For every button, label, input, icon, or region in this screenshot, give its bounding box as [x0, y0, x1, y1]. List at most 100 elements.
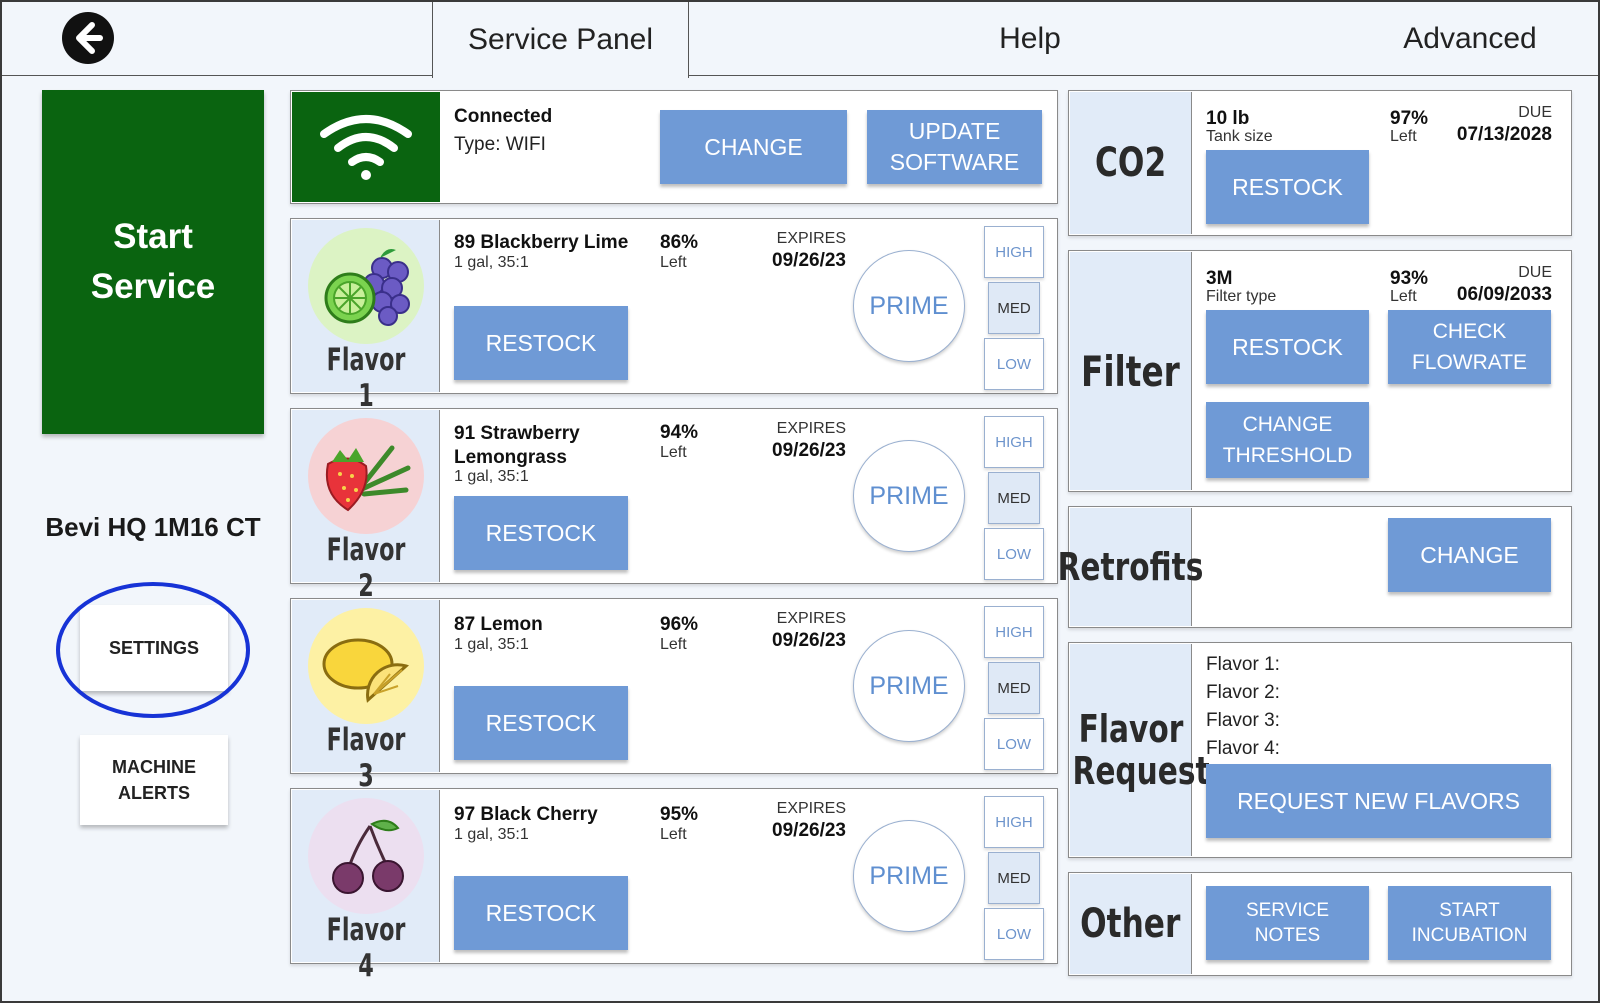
flavor-2-low-button[interactable]: LOW: [984, 528, 1044, 580]
filter-left-label: Left: [1390, 288, 1417, 305]
flavor-4-expires-label: EXPIRES: [776, 800, 846, 817]
flavor-4-slot-label: Flavor 4: [326, 912, 406, 984]
flavor-2-slot-label: Flavor 2: [326, 532, 406, 604]
flavor-1-expires-date: 09/26/23: [772, 250, 846, 271]
flavor-2-circle: [308, 418, 424, 534]
machine-name: Bevi HQ 1M16 CT: [45, 512, 261, 542]
flavor-1-left-label: Left: [660, 254, 687, 271]
check-flowrate-button[interactable]: CHECK FLOWRATE: [1388, 310, 1551, 384]
flavor-1-restock-button[interactable]: RESTOCK: [454, 306, 628, 380]
retrofits-change-button[interactable]: CHANGE: [1388, 518, 1551, 592]
flavor-2-med-button[interactable]: MED: [988, 472, 1040, 524]
start-incubation-button[interactable]: START INCUBATION: [1388, 886, 1551, 960]
flavor-3-percent: 96%: [660, 614, 699, 635]
filter-percent: 93%: [1390, 268, 1429, 289]
flavor-3-size: 1 gal, 35:1: [454, 636, 529, 653]
flavor-3-low-button[interactable]: LOW: [984, 718, 1044, 770]
flavor-2-restock-button[interactable]: RESTOCK: [454, 496, 628, 570]
request-new-flavors-button[interactable]: REQUEST NEW FLAVORS: [1206, 764, 1551, 838]
flavor-2-expires-label: EXPIRES: [776, 420, 846, 437]
co2-due-date: 07/13/2028: [1456, 124, 1552, 145]
flavor-request-line-4: Flavor 4:: [1206, 738, 1280, 759]
back-arrow-icon: [76, 22, 103, 54]
tab-help[interactable]: Help: [999, 22, 1061, 55]
flavor-3-left-label: Left: [660, 636, 687, 653]
flavor-4-expires-date: 09/26/23: [772, 820, 846, 841]
flavor-3-high-button[interactable]: HIGH: [984, 606, 1044, 658]
flavor-4-low-button[interactable]: LOW: [984, 908, 1044, 960]
flavor-1-prime-button[interactable]: PRIME: [853, 250, 965, 362]
filter-restock-button[interactable]: RESTOCK: [1206, 310, 1369, 384]
flavor-3-med-button[interactable]: MED: [988, 662, 1040, 714]
filter-label: Filter: [1081, 346, 1180, 396]
update-software-button[interactable]: UPDATE SOFTWARE: [867, 110, 1042, 184]
wifi-change-button[interactable]: CHANGE: [660, 110, 847, 184]
retrofits-label: Retrofits: [1057, 545, 1204, 589]
wifi-icon-box: [292, 92, 440, 202]
flavor-1-expires-label: EXPIRES: [776, 230, 846, 247]
co2-tank-size-label: Tank size: [1206, 128, 1273, 145]
tab-advanced[interactable]: Advanced: [1403, 22, 1537, 55]
back-button[interactable]: [62, 12, 114, 64]
flavor-2-size: 1 gal, 35:1: [454, 468, 529, 485]
flavor-1-low-button[interactable]: LOW: [984, 338, 1044, 390]
co2-tank-size-value: 10 lb: [1206, 108, 1250, 129]
service-notes-button[interactable]: SERVICE NOTES: [1206, 886, 1369, 960]
flavor-2-expires-date: 09/26/23: [772, 440, 846, 461]
flavor-4-restock-button[interactable]: RESTOCK: [454, 876, 628, 950]
flavor-1-circle: [308, 228, 424, 344]
flavor-4-size: 1 gal, 35:1: [454, 826, 529, 843]
flavor-1-high-button[interactable]: HIGH: [984, 226, 1044, 278]
filter-due-label: DUE: [1518, 264, 1552, 281]
other-label: Other: [1080, 901, 1181, 947]
flavor-4-prime-button[interactable]: PRIME: [853, 820, 965, 932]
co2-restock-button[interactable]: RESTOCK: [1206, 150, 1369, 224]
co2-due-label: DUE: [1518, 104, 1552, 121]
flavor-2-prime-button[interactable]: PRIME: [853, 440, 965, 552]
flavor-4-left-label: Left: [660, 826, 687, 843]
start-service-button[interactable]: Start Service: [42, 90, 264, 434]
flavor-1-med-button[interactable]: MED: [988, 282, 1040, 334]
flavor-3-slot-label: Flavor 3: [326, 722, 406, 794]
filter-type-label: Filter type: [1206, 288, 1277, 305]
other-label-box: Other: [1070, 874, 1192, 974]
flavor-2-high-button[interactable]: HIGH: [984, 416, 1044, 468]
start-incubation-label: START INCUBATION: [1411, 900, 1528, 946]
filter-label-box: Filter: [1070, 252, 1192, 490]
change-threshold-label: CHANGE THRESHOLD: [1222, 413, 1353, 467]
co2-label: CO2: [1094, 140, 1167, 186]
flavor-request-line-1: Flavor 1:: [1206, 654, 1280, 675]
flavor-4-percent: 95%: [660, 804, 699, 825]
lemon-icon: [322, 638, 410, 703]
flavor-1-percent: 86%: [660, 232, 699, 253]
strawberry-lemongrass-icon: [326, 445, 411, 512]
flavor-4-name: 97 Black Cherry: [454, 804, 598, 825]
flavor-4-med-button[interactable]: MED: [988, 852, 1040, 904]
wifi-status: Connected: [454, 106, 553, 127]
tab-service-panel[interactable]: Service Panel: [432, 2, 689, 78]
flavor-2-left-label: Left: [660, 444, 687, 461]
co2-left-label: Left: [1390, 128, 1417, 145]
retrofits-label-box: Retrofits: [1058, 508, 1203, 626]
start-service-label: Start Service: [90, 217, 216, 306]
flavor-3-restock-button[interactable]: RESTOCK: [454, 686, 628, 760]
flavor-3-circle: [308, 608, 424, 724]
filter-type-value: 3M: [1206, 268, 1233, 289]
flavor-3-expires-label: EXPIRES: [776, 610, 846, 627]
machine-alerts-button[interactable]: MACHINE ALERTS: [80, 735, 228, 825]
change-threshold-button[interactable]: CHANGE THRESHOLD: [1206, 402, 1369, 478]
filter-due-date: 06/09/2033: [1456, 284, 1552, 305]
co2-percent: 97%: [1390, 108, 1429, 129]
wifi-type: Type: WIFI: [454, 134, 546, 155]
flavor-3-prime-button[interactable]: PRIME: [853, 630, 965, 742]
machine-alerts-label: MACHINE ALERTS: [112, 757, 196, 803]
flavor-2-percent: 94%: [660, 422, 699, 443]
flavor-3-expires-date: 09/26/23: [772, 630, 846, 651]
flavor-1-size: 1 gal, 35:1: [454, 254, 529, 271]
flavor-request-label-box: Flavor Request: [1070, 644, 1209, 856]
flavor-request-line-2: Flavor 2:: [1206, 682, 1280, 703]
check-flowrate-label: CHECK FLOWRATE: [1411, 320, 1528, 374]
flavor-1-name: 89 Blackberry Lime: [454, 232, 629, 253]
flavor-4-high-button[interactable]: HIGH: [984, 796, 1044, 848]
service-notes-label: SERVICE NOTES: [1245, 900, 1330, 946]
